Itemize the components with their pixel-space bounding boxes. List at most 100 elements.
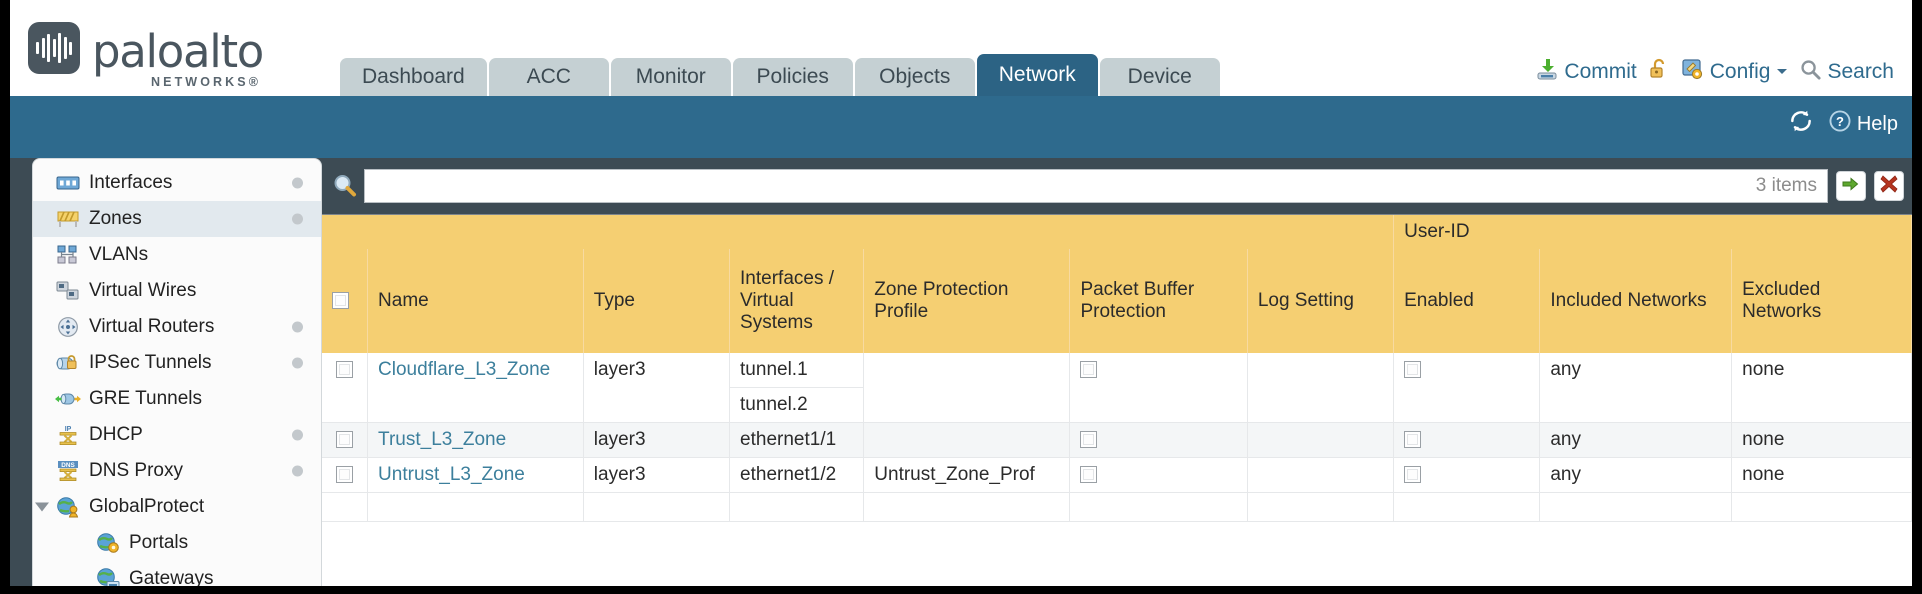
cell-type: layer3 [583, 457, 731, 493]
cell-userid-enabled[interactable] [1393, 457, 1541, 493]
sidebar-item-gateways[interactable]: Gateways [33, 561, 321, 586]
sidebar-item-label: GRE Tunnels [89, 388, 202, 409]
row-checkbox[interactable] [336, 466, 354, 484]
select-all-header[interactable] [322, 249, 369, 353]
row-checkbox[interactable] [336, 361, 354, 379]
sidebar-item-vlans[interactable]: VLANs [33, 237, 321, 273]
column-header-userid-enabled[interactable]: Enabled [1393, 249, 1541, 353]
sidebar-item-label: IPSec Tunnels [89, 352, 212, 373]
cell-userid-enabled[interactable] [1393, 353, 1541, 423]
group-header-userid: User-ID [1393, 215, 1912, 249]
cell-packet-buffer[interactable] [1069, 422, 1248, 458]
filler-cell [583, 492, 731, 522]
row-checkbox[interactable] [336, 431, 354, 449]
sidebar-item-interfaces[interactable]: Interfaces [33, 165, 321, 201]
column-header-packet-buffer[interactable]: Packet Buffer Protection [1069, 249, 1248, 353]
zone-name-link[interactable]: Trust_L3_Zone [378, 429, 507, 450]
tab-dashboard[interactable]: Dashboard [340, 58, 487, 96]
sidebar-item-dns-proxy[interactable]: DNS DNS Proxy [33, 453, 321, 489]
green-arrow-icon [1841, 174, 1861, 199]
brand-tagline: NETWORKS® [151, 75, 262, 89]
cell-packet-buffer[interactable] [1069, 353, 1248, 423]
table-row[interactable]: Untrust_L3_Zone layer3 ethernet1/2 Untru… [322, 457, 1912, 493]
red-x-icon [1879, 174, 1899, 199]
cell-interfaces: ethernet1/2 [729, 457, 865, 493]
row-select-cell[interactable] [322, 353, 369, 423]
tab-device[interactable]: Device [1099, 58, 1220, 96]
cell-name[interactable]: Cloudflare_L3_Zone [367, 353, 584, 423]
cell-zone-protection [863, 353, 1071, 423]
blue-toolbar: ? Help [10, 96, 1912, 158]
content-area: Interfaces Zones [10, 158, 1912, 586]
sidebar-item-label: Zones [89, 208, 142, 229]
cell-name[interactable]: Trust_L3_Zone [367, 422, 584, 458]
clear-filter-button[interactable] [1874, 171, 1904, 201]
search-input[interactable] [375, 175, 1748, 197]
sidebar-item-ipsec-tunnels[interactable]: IPSec Tunnels [33, 345, 321, 381]
tab-policies[interactable]: Policies [732, 58, 853, 96]
filler-cell [1539, 492, 1733, 522]
config-icon [1681, 57, 1705, 87]
table-row[interactable]: Trust_L3_Zone layer3 ethernet1/1 any [322, 422, 1912, 458]
apply-filter-button[interactable] [1836, 171, 1866, 201]
cell-name[interactable]: Untrust_L3_Zone [367, 457, 584, 493]
tab-monitor[interactable]: Monitor [610, 58, 731, 96]
cell-userid-enabled[interactable] [1393, 422, 1541, 458]
tab-network[interactable]: Network [976, 54, 1098, 96]
commit-button[interactable]: Commit [1535, 57, 1637, 87]
help-button[interactable]: ? Help [1828, 109, 1898, 139]
sidebar-item-gre-tunnels[interactable]: GRE Tunnels [33, 381, 321, 417]
cell-log-setting [1247, 422, 1395, 458]
refresh-icon[interactable] [1788, 108, 1814, 140]
search-field-wrapper[interactable]: 3 items [364, 169, 1828, 203]
sidebar-item-globalprotect[interactable]: GlobalProtect [33, 489, 321, 525]
paloalto-logo[interactable]: paloalto NETWORKS® [28, 22, 264, 89]
select-all-checkbox[interactable] [332, 292, 349, 310]
tab-objects[interactable]: Objects [854, 58, 975, 96]
cell-log-setting [1247, 353, 1395, 423]
column-header-type[interactable]: Type [583, 249, 731, 353]
sidebar-item-portals[interactable]: Portals [33, 525, 321, 561]
expand-collapse-caret-icon[interactable] [35, 502, 49, 512]
search-icon [1799, 58, 1822, 87]
zone-name-link[interactable]: Untrust_L3_Zone [378, 464, 525, 485]
sidebar-item-dhcp[interactable]: IP DHCP [33, 417, 321, 453]
sidebar-item-virtual-wires[interactable]: Virtual Wires [33, 273, 321, 309]
cell-excluded-networks: none [1731, 457, 1912, 493]
userid-enabled-checkbox[interactable] [1404, 466, 1422, 484]
search-label: Search [1827, 60, 1894, 83]
column-header-included-nets[interactable]: Included Networks [1539, 249, 1733, 353]
sidebar-item-virtual-routers[interactable]: Virtual Routers [33, 309, 321, 345]
sidebar-item-label: Portals [129, 532, 189, 553]
filter-search-icon[interactable] [330, 171, 360, 201]
unlock-icon[interactable] [1647, 57, 1671, 87]
dns-proxy-icon: DNS [55, 460, 81, 482]
sidebar-item-zones[interactable]: Zones [33, 201, 321, 237]
group-header-spacer [322, 215, 1395, 249]
packet-buffer-checkbox[interactable] [1080, 431, 1098, 449]
column-header-name[interactable]: Name [367, 249, 584, 353]
zone-name-link[interactable]: Cloudflare_L3_Zone [378, 359, 551, 380]
userid-enabled-checkbox[interactable] [1404, 431, 1422, 449]
packet-buffer-checkbox[interactable] [1080, 466, 1098, 484]
search-button[interactable]: Search [1799, 58, 1894, 87]
blue-toolbar-actions: ? Help [1788, 108, 1898, 140]
column-header-interfaces[interactable]: Interfaces / Virtual Systems [729, 249, 865, 353]
filler-cell [322, 492, 369, 522]
config-dropdown[interactable]: Config [1681, 57, 1790, 87]
commit-label: Commit [1564, 60, 1637, 83]
packet-buffer-checkbox[interactable] [1080, 361, 1098, 379]
row-select-cell[interactable] [322, 422, 369, 458]
row-select-cell[interactable] [322, 457, 369, 493]
cell-zone-protection: Untrust_Zone_Prof [863, 457, 1071, 493]
column-header-zone-protection[interactable]: Zone Protection Profile [863, 249, 1071, 353]
column-header-excluded-nets[interactable]: Excluded Networks [1731, 249, 1912, 353]
tab-acc[interactable]: ACC [488, 58, 609, 96]
cell-packet-buffer[interactable] [1069, 457, 1248, 493]
column-header-log-setting[interactable]: Log Setting [1247, 249, 1395, 353]
userid-enabled-checkbox[interactable] [1404, 361, 1422, 379]
virtual-routers-icon [55, 316, 81, 338]
table-row[interactable]: Cloudflare_L3_Zone layer3 tunnel.1 tunne… [322, 353, 1912, 423]
sidebar-item-label: GlobalProtect [89, 496, 205, 517]
